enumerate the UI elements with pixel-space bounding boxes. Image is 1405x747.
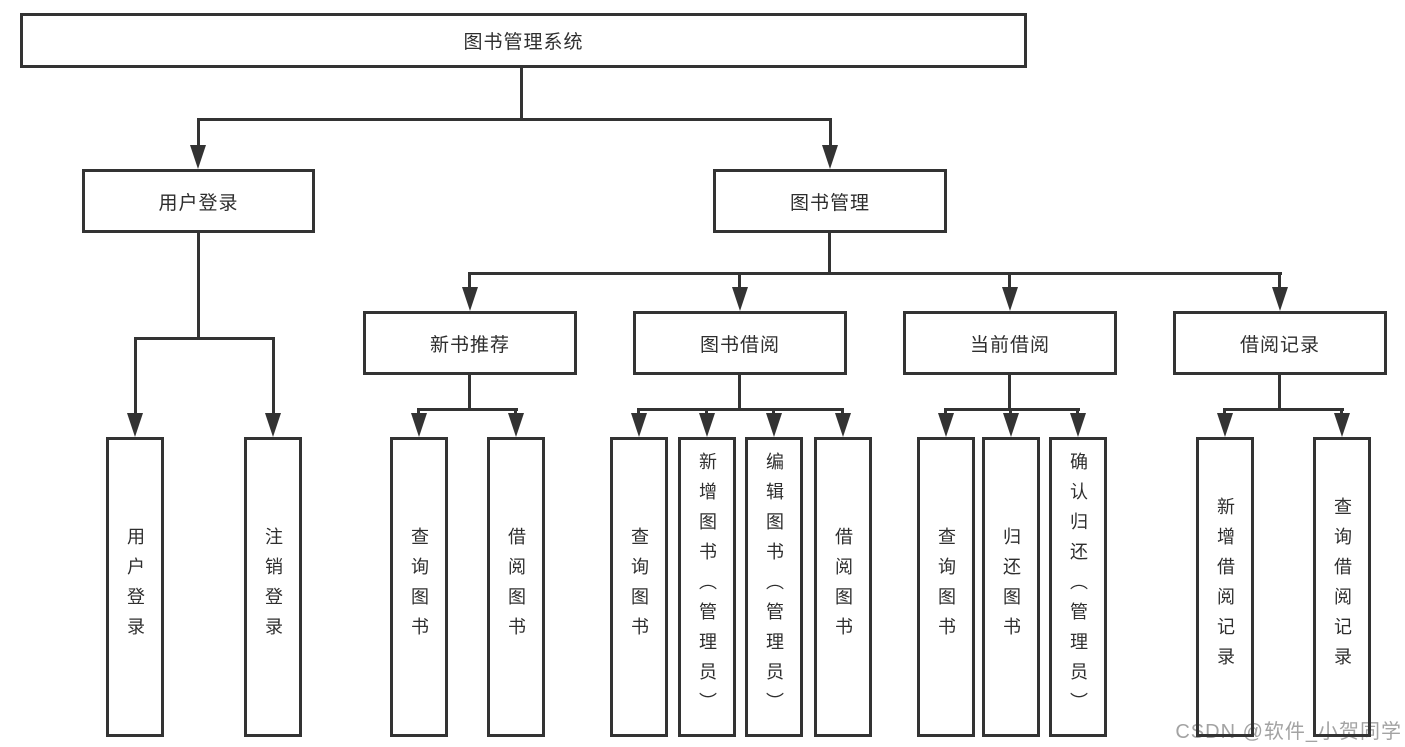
arrowhead-borrow-leaf-2: [699, 413, 715, 437]
connector-borrow-drop-4: [841, 408, 844, 417]
leaf-recommend-query-books: 查询图书: [390, 437, 448, 737]
node-book-borrow-label: 图书借阅: [699, 334, 780, 356]
connector-root-drop-right: [829, 118, 832, 148]
arrowhead-to-book-management: [822, 145, 838, 169]
csdn-watermark: CSDN @软件_小贺同学: [1175, 721, 1402, 743]
connector-records-drop-1: [1223, 408, 1226, 417]
arrowhead-records-leaf-2: [1334, 413, 1350, 437]
connector-records-stem: [1278, 375, 1281, 411]
connector-current-rail: [944, 408, 1080, 411]
node-user-login: 用户登录: [82, 169, 315, 233]
connector-records-drop-2: [1340, 408, 1343, 417]
node-new-book-recommend-label: 新书推荐: [429, 334, 510, 356]
connector-current-drop-1: [944, 408, 947, 417]
arrowhead-borrow-leaf-4: [835, 413, 851, 437]
arrowhead-borrow-leaf-1: [631, 413, 647, 437]
leaf-recommend-query-books-label: 查询图书: [409, 527, 429, 647]
connector-mgmt-drop-2: [738, 272, 741, 289]
connector-login-drop-2: [272, 337, 275, 416]
leaf-edit-books-admin-label: 编辑图书（管理员）: [764, 452, 784, 722]
arrowhead-current-leaf-1: [938, 413, 954, 437]
arrowhead-to-login-leaf: [127, 413, 143, 437]
arrowhead-to-current-borrow: [1002, 287, 1018, 311]
leaf-confirm-return-admin: 确认归还（管理员）: [1049, 437, 1107, 737]
leaf-borrow-books-label: 借阅图书: [833, 527, 853, 647]
connector-mgmt-rail: [469, 272, 1282, 275]
node-current-borrow: 当前借阅: [903, 311, 1117, 375]
connector-recommend-drop-2: [514, 408, 517, 417]
connector-borrow-stem: [738, 375, 741, 411]
connector-borrow-drop-2: [705, 408, 708, 417]
connector-current-drop-2: [1009, 408, 1012, 417]
connector-current-drop-3: [1076, 408, 1079, 417]
connector-mgmt-drop-3: [1008, 272, 1011, 289]
connector-recommend-drop-1: [417, 408, 420, 417]
leaf-user-login: 用户登录: [106, 437, 164, 737]
connector-root-stem: [520, 66, 523, 121]
node-book-management: 图书管理: [713, 169, 947, 233]
leaf-user-login-label: 用户登录: [125, 527, 145, 647]
connector-borrow-rail: [637, 408, 844, 411]
arrowhead-recommend-leaf-2: [508, 413, 524, 437]
leaf-logout-label: 注销登录: [263, 527, 283, 647]
leaf-add-borrow-record: 新增借阅记录: [1196, 437, 1254, 737]
leaf-edit-books-admin: 编辑图书（管理员）: [745, 437, 803, 737]
leaf-recommend-borrow-books: 借阅图书: [487, 437, 545, 737]
leaf-return-books-label: 归还图书: [1001, 527, 1021, 647]
connector-borrow-drop-1: [637, 408, 640, 417]
connector-borrow-drop-3: [772, 408, 775, 417]
arrowhead-to-logout-leaf: [265, 413, 281, 437]
leaf-confirm-return-admin-label: 确认归还（管理员）: [1068, 452, 1088, 722]
leaf-borrow-books: 借阅图书: [814, 437, 872, 737]
leaf-add-borrow-record-label: 新增借阅记录: [1215, 497, 1235, 677]
node-root: 图书管理系统: [20, 13, 1027, 68]
arrowhead-to-borrow-records: [1272, 287, 1288, 311]
arrowhead-current-leaf-3: [1070, 413, 1086, 437]
node-current-borrow-label: 当前借阅: [969, 334, 1050, 356]
arrowhead-recommend-leaf-1: [411, 413, 427, 437]
connector-root-drop-left: [197, 118, 200, 148]
node-borrow-records: 借阅记录: [1173, 311, 1387, 375]
connector-current-stem: [1008, 375, 1011, 411]
connector-login-rail: [134, 337, 275, 340]
connector-login-drop-1: [134, 337, 137, 416]
connector-records-rail: [1223, 408, 1344, 411]
leaf-query-borrow-record: 查询借阅记录: [1313, 437, 1371, 737]
leaf-borrow-query-books-label: 查询图书: [629, 527, 649, 647]
connector-mgmt-stem: [828, 233, 831, 275]
node-borrow-records-label: 借阅记录: [1239, 334, 1320, 356]
connector-login-stem: [197, 233, 200, 340]
arrowhead-to-user-login: [190, 145, 206, 169]
connector-recommend-stem: [468, 375, 471, 411]
arrowhead-to-book-borrow: [732, 287, 748, 311]
connector-mgmt-drop-4: [1278, 272, 1281, 289]
arrowhead-to-new-book: [462, 287, 478, 311]
leaf-current-query-books-label: 查询图书: [936, 527, 956, 647]
node-book-management-label: 图书管理: [789, 192, 870, 214]
arrowhead-borrow-leaf-3: [766, 413, 782, 437]
leaf-query-borrow-record-label: 查询借阅记录: [1332, 497, 1352, 677]
leaf-current-query-books: 查询图书: [917, 437, 975, 737]
arrowhead-records-leaf-1: [1217, 413, 1233, 437]
connector-root-rail: [197, 118, 831, 121]
node-book-borrow: 图书借阅: [633, 311, 847, 375]
leaf-add-books-admin: 新增图书（管理员）: [678, 437, 736, 737]
leaf-add-books-admin-label: 新增图书（管理员）: [697, 452, 717, 722]
leaf-logout: 注销登录: [244, 437, 302, 737]
connector-recommend-rail: [418, 408, 518, 411]
node-new-book-recommend: 新书推荐: [363, 311, 577, 375]
connector-mgmt-drop-1: [468, 272, 471, 289]
leaf-borrow-query-books: 查询图书: [610, 437, 668, 737]
node-root-label: 图书管理系统: [463, 32, 584, 53]
arrowhead-current-leaf-2: [1003, 413, 1019, 437]
leaf-recommend-borrow-books-label: 借阅图书: [506, 527, 526, 647]
leaf-return-books: 归还图书: [982, 437, 1040, 737]
node-user-login-label: 用户登录: [158, 192, 239, 214]
